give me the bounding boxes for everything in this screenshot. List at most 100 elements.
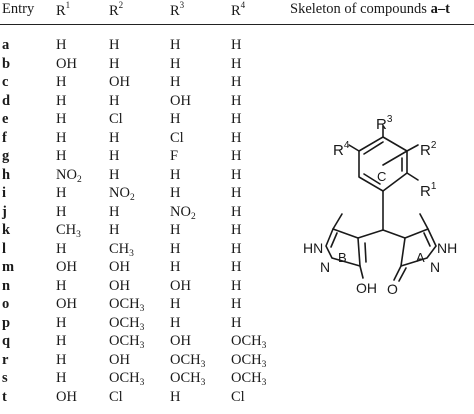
cell-r4: H [231, 203, 242, 220]
cell-r4: H [231, 222, 242, 238]
cell-r1: H [56, 351, 67, 368]
cell-r2: H [109, 37, 120, 53]
entry-label: o [2, 296, 10, 312]
cell-r2: H [109, 222, 120, 238]
cell-r1: H [56, 74, 67, 90]
cell-r2: OH [109, 277, 130, 294]
header-r1: R1 [56, 0, 71, 19]
cell-r3: F [170, 148, 179, 164]
cell-r2: OH [109, 351, 130, 368]
cell-r1: NO2 [56, 166, 82, 185]
cell-r2: H [109, 148, 120, 164]
header-skeleton: Skeleton of compounds a–t [290, 1, 450, 17]
cell-r4: OCH3 [231, 370, 267, 388]
label-r1: R1 [420, 181, 437, 200]
cell-r4: OCH3 [231, 351, 267, 370]
cell-r1: OH [56, 296, 77, 312]
cell-r2: H [109, 203, 120, 220]
entry-label: n [2, 277, 11, 294]
cell-r3: OCH3 [170, 351, 206, 370]
cell-r2: CH3 [109, 240, 134, 259]
cell-r1: OH [56, 55, 77, 72]
cell-r2: H [109, 55, 120, 72]
label-r3: R3 [376, 114, 393, 133]
entry-label: t [2, 388, 7, 405]
cell-r4: H [231, 129, 242, 146]
cell-r2: OCH3 [109, 370, 145, 388]
cell-r1: H [56, 148, 67, 164]
cell-r3: H [170, 111, 181, 127]
cell-r4: H [231, 314, 242, 331]
cell-r3: OH [170, 92, 191, 109]
cell-r2: Cl [109, 111, 123, 127]
label-nh: NH [437, 240, 457, 256]
cell-r1: H [56, 92, 67, 109]
entry-label: f [2, 129, 7, 146]
cell-r4: H [231, 148, 242, 164]
cell-r1: H [56, 129, 67, 146]
cell-r2: H [109, 166, 120, 183]
cell-r2: OH [109, 259, 130, 275]
cell-r1: OH [56, 259, 77, 275]
cell-r3: OH [170, 333, 191, 349]
cell-r1: H [56, 240, 67, 257]
cell-r1: OH [56, 388, 77, 405]
cell-r1: H [56, 111, 67, 127]
entry-label: q [2, 333, 11, 349]
entry-label: m [2, 259, 15, 275]
entry-label: p [2, 314, 11, 331]
label-n-right: N [430, 259, 440, 275]
cell-r3: NO2 [170, 203, 196, 222]
cell-r1: H [56, 185, 67, 201]
ring-b-label: B [338, 250, 347, 265]
entry-label: d [2, 92, 11, 109]
cell-r3: H [170, 222, 181, 238]
entry-label: g [2, 148, 10, 164]
entry-label: i [2, 185, 7, 201]
entry-label: e [2, 111, 9, 127]
ring-c-label: C [377, 169, 386, 184]
cell-r4: H [231, 185, 242, 201]
header-rule [0, 24, 474, 25]
ring-a-label: A [416, 250, 425, 265]
cell-r1: H [56, 37, 67, 53]
header-r3: R3 [170, 0, 185, 19]
cell-r4: H [231, 240, 242, 257]
cell-r1: H [56, 314, 67, 331]
cell-r2: OH [109, 74, 130, 90]
entry-label: s [2, 370, 8, 386]
cell-r3: OCH3 [170, 370, 206, 388]
cell-r2: NO2 [109, 185, 135, 203]
cell-r3: H [170, 37, 181, 53]
label-hn: HN [303, 240, 323, 256]
cell-r3: Cl [170, 129, 184, 146]
cell-r3: H [170, 74, 181, 90]
label-oh: OH [356, 280, 377, 296]
cell-r1: CH3 [56, 222, 81, 240]
label-r2: R2 [420, 140, 437, 159]
cell-r4: H [231, 259, 242, 275]
cell-r4: H [231, 111, 242, 127]
cell-r1: H [56, 203, 67, 220]
label-r4: R4 [333, 140, 350, 159]
header-r2: R2 [109, 0, 124, 19]
cell-r1: H [56, 277, 67, 294]
cell-r4: H [231, 37, 242, 53]
cell-r2: H [109, 129, 120, 146]
cell-r2: Cl [109, 388, 123, 405]
cell-r4: H [231, 92, 242, 109]
cell-r4: H [231, 74, 242, 90]
cell-r4: OCH3 [231, 333, 267, 351]
label-o: O [387, 281, 398, 297]
cell-r3: H [170, 166, 181, 183]
skeleton-bonds [325, 125, 437, 282]
entry-label: b [2, 55, 11, 72]
entry-label: l [2, 240, 7, 257]
header-entry: Entry [2, 1, 35, 17]
cell-r1: H [56, 333, 67, 349]
header-r4: R4 [231, 0, 246, 19]
cell-r4: H [231, 55, 242, 72]
cell-r3: H [170, 240, 181, 257]
cell-r3: H [170, 296, 181, 312]
entry-label: k [2, 222, 11, 238]
